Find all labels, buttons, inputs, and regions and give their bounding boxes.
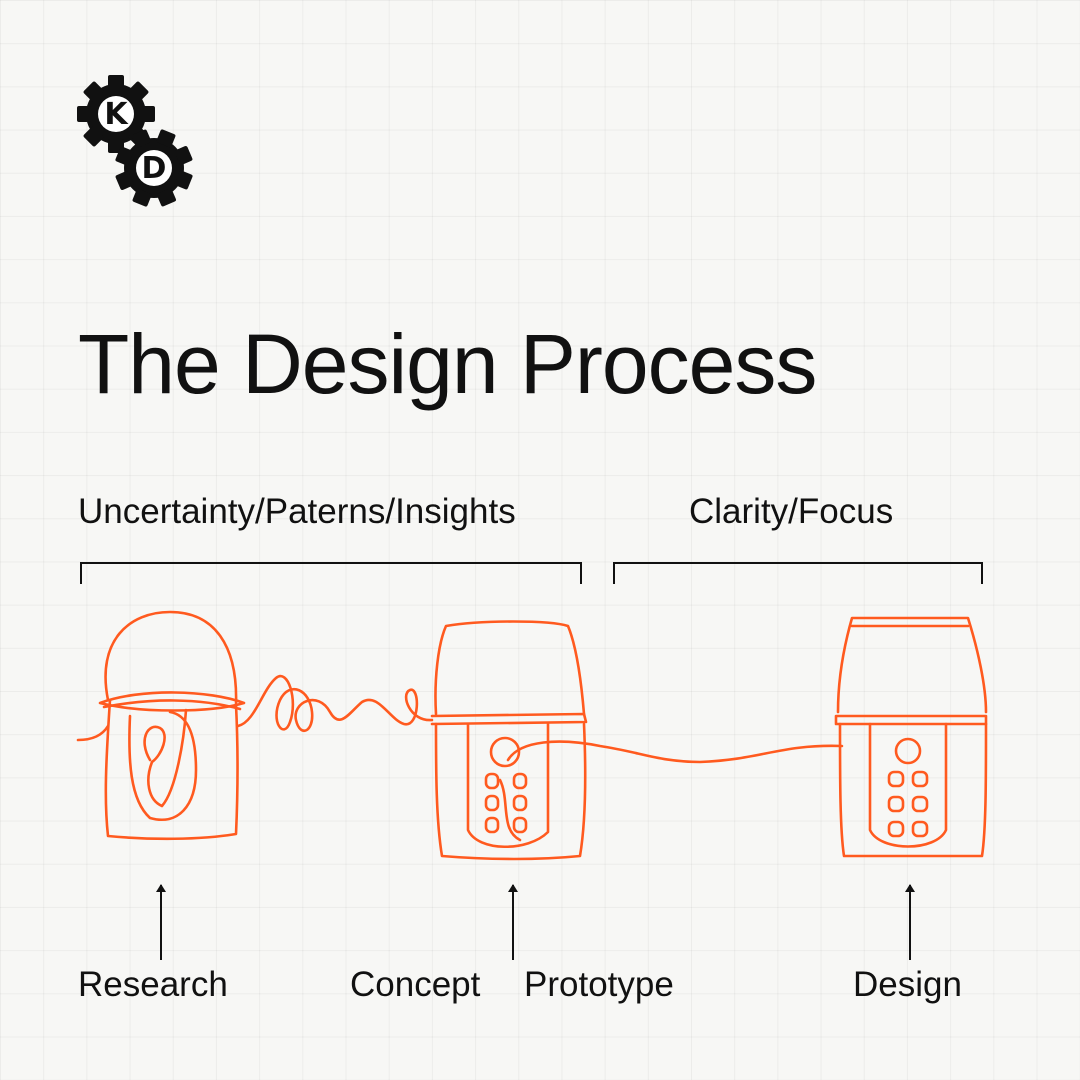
logo-letter-d: D (142, 151, 167, 186)
phase-bracket-clarity (613, 562, 983, 584)
phase-label-clarity: Clarity/Focus (689, 492, 894, 531)
connecting-line-smooth (506, 740, 844, 764)
arrow-up-icon (905, 884, 915, 960)
final-design-sketch (834, 616, 988, 858)
research-sketch (76, 610, 246, 841)
page-title: The Design Process (78, 317, 817, 411)
stage-label-research: Research (78, 965, 228, 1004)
gear-icon: D (115, 129, 193, 207)
stage-label-design: Design (853, 965, 962, 1004)
stage-label-prototype: Prototype (524, 965, 674, 1004)
gear-icon: K (77, 75, 155, 153)
arrow-up-icon (508, 884, 518, 960)
kd-logo: K D (77, 75, 193, 207)
concept-prototype-sketch (430, 620, 588, 861)
arrow-up-icon (156, 884, 166, 960)
phase-label-uncertainty: Uncertainty/Paterns/Insights (78, 492, 516, 531)
connecting-line-squiggle (236, 674, 434, 732)
phase-bracket-uncertainty (80, 562, 582, 584)
process-illustration (76, 610, 988, 861)
stage-label-concept: Concept (350, 965, 481, 1004)
logo-letter-k: K (104, 97, 129, 132)
